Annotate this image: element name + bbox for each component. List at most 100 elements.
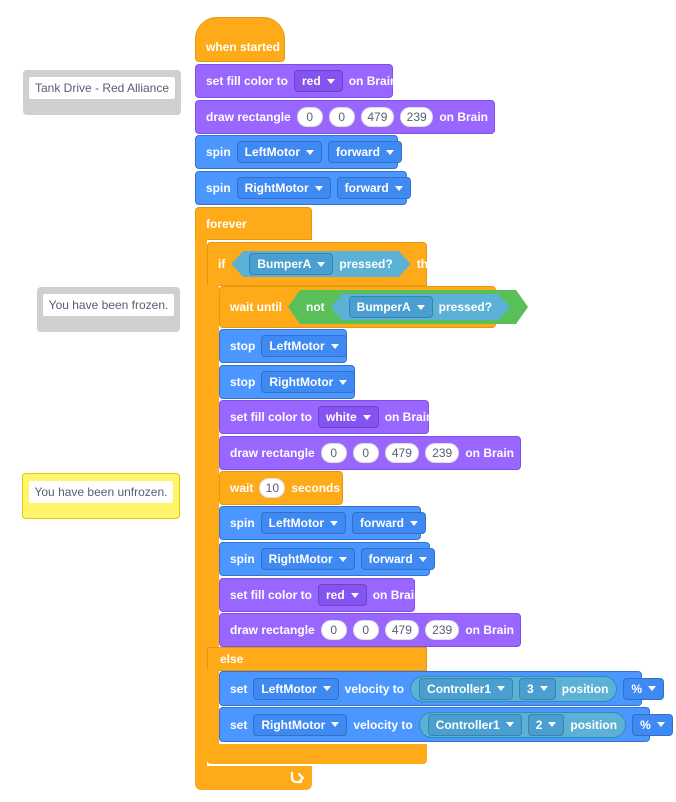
forever-block[interactable]: forever [195, 207, 312, 240]
else-section[interactable]: else [207, 647, 427, 671]
bumper-dropdown[interactable]: BumperA [349, 296, 433, 318]
controller-position-reporter[interactable]: Controller1 2 position [418, 711, 627, 738]
rect-w-input[interactable]: 479 [384, 620, 420, 640]
rect-w-input[interactable]: 479 [384, 443, 420, 463]
set-left-velocity-block[interactable]: set LeftMotor velocity to Controller1 3 … [219, 671, 665, 706]
rect-y-input[interactable]: 0 [352, 620, 379, 640]
draw-rectangle-block[interactable]: draw rectangle 0 0 479 239 on Brain [195, 100, 495, 134]
motor-dropdown[interactable]: RightMotor [260, 548, 355, 570]
fill-color-dropdown[interactable]: red [318, 584, 367, 606]
direction-dropdown[interactable]: forward [328, 141, 403, 163]
motor-dropdown[interactable]: RightMotor [236, 177, 331, 199]
motor-dropdown[interactable]: RightMotor [253, 713, 348, 736]
block-label: set fill color to [206, 74, 289, 88]
chevron-down-icon [418, 556, 427, 562]
block-mid-label: velocity to [353, 717, 413, 732]
rect-h-input[interactable]: 239 [400, 107, 434, 127]
spin-right-motor-block[interactable]: spin RightMotor forward [195, 171, 411, 205]
motor-dropdown[interactable]: LeftMotor [253, 677, 339, 700]
set-fill-color-block[interactable]: set fill color to red on Brain [219, 578, 421, 612]
block-label: stop [230, 339, 256, 353]
draw-rectangle-block[interactable]: draw rectangle 0 0 479 239 on Brain [219, 613, 521, 647]
motor-dropdown[interactable]: LeftMotor [261, 335, 347, 357]
rect-w-input[interactable]: 479 [360, 107, 395, 127]
axis-dropdown[interactable]: 3 [519, 677, 556, 700]
rect-x-input[interactable]: 0 [320, 620, 347, 640]
set-fill-color-block[interactable]: set fill color to red on Brain [195, 64, 397, 98]
wait-seconds-input[interactable]: 10 [259, 478, 286, 498]
spin-left-motor-block[interactable]: spin LeftMotor forward [195, 135, 403, 169]
wait-seconds-block[interactable]: wait 10 seconds [219, 471, 343, 505]
if-block[interactable]: if BumperA pressed? then [207, 242, 442, 286]
block-suffix: on Brain [439, 110, 488, 124]
bumper-dropdown[interactable]: BumperA [249, 253, 333, 275]
dropdown-value: forward [360, 516, 405, 530]
rect-x-input[interactable]: 0 [296, 107, 323, 127]
set-right-velocity-block[interactable]: set RightMotor velocity to Controller1 2… [219, 707, 673, 742]
motor-dropdown[interactable]: LeftMotor [260, 512, 346, 534]
dropdown-value: forward [368, 552, 413, 566]
fill-color-dropdown[interactable]: white [318, 406, 379, 428]
dropdown-value: LeftMotor [269, 339, 325, 353]
unit-dropdown[interactable]: % [632, 713, 673, 736]
comment-unfrozen[interactable]: You have been unfrozen. [22, 473, 180, 519]
dropdown-value: RightMotor [244, 181, 309, 195]
chevron-down-icon [394, 185, 403, 191]
comment-unfrozen-text[interactable]: You have been unfrozen. [29, 481, 173, 503]
not-operator[interactable]: not BumperA pressed? [288, 290, 528, 324]
when-started-block[interactable]: when started [195, 17, 285, 62]
set-fill-color-block[interactable]: set fill color to white on Brain [219, 400, 433, 434]
chevron-down-icon [497, 686, 506, 691]
comment-frozen-text[interactable]: You have been frozen. [43, 294, 174, 316]
dropdown-value: LeftMotor [261, 681, 317, 696]
block-label: spin [230, 516, 255, 530]
block-label: spin [206, 145, 231, 159]
block-label: spin [230, 552, 255, 566]
dropdown-value: 3 [527, 681, 534, 696]
dropdown-value: LeftMotor [268, 516, 324, 530]
if-label: if [218, 257, 226, 271]
rect-h-input[interactable]: 239 [425, 443, 460, 463]
bumper-pressed-condition[interactable]: BumperA pressed? [331, 294, 510, 320]
not-label: not [306, 300, 325, 314]
rect-y-input[interactable]: 0 [328, 107, 355, 127]
chevron-down-icon [331, 722, 340, 727]
block-label: set [230, 681, 248, 696]
block-label: wait until [230, 300, 282, 314]
chevron-down-icon [362, 414, 371, 420]
rect-y-input[interactable]: 0 [352, 443, 379, 463]
bumper-pressed-condition[interactable]: BumperA pressed? [231, 251, 410, 277]
comment-title-text[interactable]: Tank Drive - Red Alliance [29, 77, 175, 99]
stop-right-motor-block[interactable]: stop RightMotor [219, 365, 356, 399]
dropdown-value: forward [344, 181, 389, 195]
unit-dropdown[interactable]: % [623, 677, 665, 700]
direction-dropdown[interactable]: forward [352, 512, 427, 534]
forever-label: forever [206, 216, 247, 231]
comment-title[interactable]: Tank Drive - Red Alliance [23, 70, 181, 115]
stop-left-motor-block[interactable]: stop LeftMotor [219, 329, 347, 363]
spin-right-motor-block[interactable]: spin RightMotor forward [219, 542, 435, 576]
controller-dropdown[interactable]: Controller1 [427, 713, 522, 736]
dropdown-value: red [326, 588, 345, 602]
controller-dropdown[interactable]: Controller1 [419, 677, 514, 700]
wait-until-block[interactable]: wait until not BumperA pressed? [219, 286, 496, 328]
chevron-down-icon [330, 343, 339, 349]
axis-dropdown[interactable]: 2 [527, 713, 565, 736]
dropdown-value: BumperA [257, 257, 312, 271]
dropdown-value: LeftMotor [244, 145, 300, 159]
position-label: position [561, 681, 609, 696]
direction-dropdown[interactable]: forward [360, 548, 435, 570]
chevron-down-icon [338, 556, 347, 562]
motor-dropdown[interactable]: LeftMotor [236, 141, 322, 163]
draw-rectangle-block[interactable]: draw rectangle 0 0 479 239 on Brain [219, 436, 521, 470]
comment-frozen[interactable]: You have been frozen. [37, 287, 180, 332]
motor-dropdown[interactable]: RightMotor [261, 371, 356, 393]
spin-left-motor-block[interactable]: spin LeftMotor forward [219, 506, 427, 540]
rect-x-input[interactable]: 0 [320, 443, 347, 463]
fill-color-dropdown[interactable]: red [294, 70, 343, 92]
direction-dropdown[interactable]: forward [336, 177, 411, 199]
rect-h-input[interactable]: 239 [425, 620, 460, 640]
chevron-down-icon [339, 379, 348, 385]
controller-position-reporter[interactable]: Controller1 3 position [410, 675, 618, 702]
when-started-label: when started [206, 39, 281, 54]
